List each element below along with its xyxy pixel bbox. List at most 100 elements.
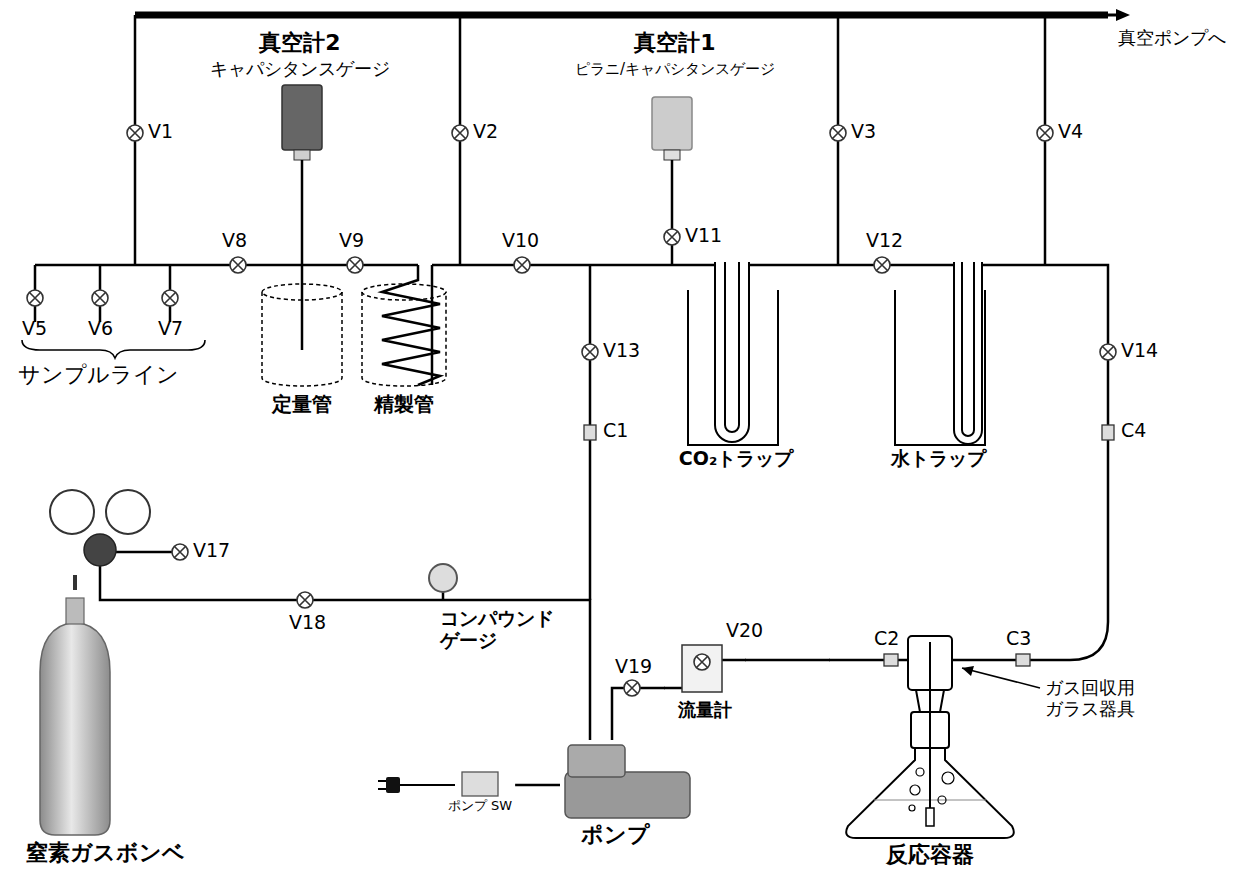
- valve-symbol: [452, 125, 468, 141]
- sample-port: [35, 265, 170, 322]
- part-number: V17: [193, 540, 230, 562]
- part-number: V18: [289, 612, 326, 634]
- pipe-connector: [200, 600, 590, 740]
- pipe-connector: [612, 688, 665, 740]
- valve-symbol: [92, 290, 108, 306]
- valve-symbol: [830, 125, 846, 141]
- part-number: V13: [603, 340, 640, 362]
- regulator-gauge: [50, 490, 94, 534]
- bubbles: [909, 768, 954, 811]
- valve-symbol: [694, 654, 710, 670]
- coupler: [884, 654, 898, 666]
- valve-symbol: [664, 229, 680, 245]
- u-trap-inner: [958, 262, 978, 440]
- valve-symbol: [874, 257, 890, 273]
- node-label: ポンプ SW: [445, 799, 515, 814]
- gauge-node: 真空計1 ピラニ/キャパシタンスゲージ: [560, 28, 790, 155]
- part-number: V11: [685, 225, 722, 247]
- regulator-gauge: [106, 490, 150, 534]
- node-sublabel: ピラニ/キャパシタンスゲージ: [560, 61, 790, 78]
- coupler: [1102, 425, 1114, 440]
- part-number: V12: [866, 230, 903, 252]
- node-label: CO₂トラップ: [676, 448, 796, 470]
- node-label: 真空計1: [560, 30, 790, 55]
- valve-symbol: [514, 257, 530, 273]
- node-label: 精製管: [357, 393, 451, 416]
- power-cord: [400, 784, 455, 786]
- gauge-fitting: [294, 150, 310, 160]
- valves: [27, 125, 1116, 696]
- pipe-connector: [515, 784, 560, 787]
- node-label: 水トラップ: [886, 448, 990, 470]
- return-pipe: [431, 265, 434, 385]
- coupler: [584, 425, 596, 440]
- dashed-cylinder-top: [262, 284, 342, 300]
- u-trap-inner: [720, 262, 744, 437]
- part-number: V4: [1058, 121, 1083, 143]
- annotation-label: サンプルライン: [18, 362, 179, 387]
- pump-node: ポンプ: [560, 740, 700, 850]
- node-label: 真空計2: [205, 30, 395, 55]
- dashed-cylinder: [262, 292, 342, 386]
- node-label: 流量計: [665, 700, 745, 721]
- valve-symbol: [624, 680, 640, 696]
- valve-symbol: [27, 290, 43, 306]
- node-label: ポンプ: [560, 822, 670, 847]
- switch-node: ポンプ SW: [445, 766, 515, 836]
- tube-node: 精製管: [357, 275, 451, 423]
- valve-symbol: [347, 257, 363, 273]
- gas-cylinder: [40, 622, 110, 835]
- part-number: V1: [148, 121, 173, 143]
- node-sublabel: キャパシタンスゲージ: [205, 59, 395, 80]
- node-label: 反応容器: [830, 842, 1030, 867]
- trap-node: CO₂トラップ: [676, 285, 796, 477]
- pump-body: [565, 772, 690, 818]
- node-label: コンパウンド ゲージ: [440, 608, 560, 652]
- u-trap: [958, 262, 978, 440]
- flowmeter-box: [682, 645, 722, 692]
- brace: [22, 340, 205, 358]
- part-number: C1: [603, 420, 628, 442]
- valve-symbol: [1037, 125, 1053, 141]
- main-manifold: [135, 12, 1108, 19]
- pump-head: [568, 745, 625, 777]
- valve-symbol: [162, 290, 178, 306]
- leader-line: [962, 668, 1040, 688]
- gauge-node: 真空計2 キャパシタンスゲージ: [205, 28, 395, 155]
- vessel-node: 反応容器: [830, 600, 1030, 870]
- part-number: V5: [22, 318, 47, 340]
- part-number: V6: [88, 318, 113, 340]
- coupler: [1016, 654, 1030, 666]
- dewar: [895, 290, 985, 445]
- node-label: 窒素ガスボンベ: [10, 840, 200, 865]
- part-number: V2: [473, 121, 498, 143]
- part-number: C2: [874, 628, 899, 650]
- distribution-line: [35, 265, 1108, 425]
- compound-gauge: [429, 564, 457, 592]
- part-number: V3: [851, 121, 876, 143]
- bubbler-tube: [929, 642, 931, 812]
- valve-symbol: [230, 257, 246, 273]
- gas-tube: [1030, 440, 1108, 660]
- regulator-body: [84, 534, 116, 566]
- valve-symbol: [172, 544, 188, 560]
- valve-symbol: [582, 344, 598, 360]
- node-label: 定量管: [255, 393, 349, 416]
- part-number: V9: [339, 230, 364, 252]
- annotation-label: ガス回収用 ガラス器具: [1045, 678, 1157, 719]
- part-number: V10: [502, 230, 539, 252]
- part-number: V20: [726, 620, 763, 642]
- purification-coil: [382, 265, 440, 385]
- leader-arrow: [962, 666, 974, 676]
- dewar: [688, 290, 778, 445]
- capacitance-gauge: [282, 85, 322, 150]
- flowmeter-node: 流量計: [665, 642, 745, 726]
- regulator-stem: [73, 575, 77, 590]
- frit: [926, 808, 934, 826]
- gauge-stem: [442, 592, 445, 600]
- cylinder-node: 窒素ガスボンベ: [10, 480, 200, 868]
- part-number: V19: [615, 656, 652, 678]
- part-number: V7: [158, 318, 183, 340]
- valve-symbol: [1100, 344, 1116, 360]
- cylinder-valve: [66, 598, 84, 624]
